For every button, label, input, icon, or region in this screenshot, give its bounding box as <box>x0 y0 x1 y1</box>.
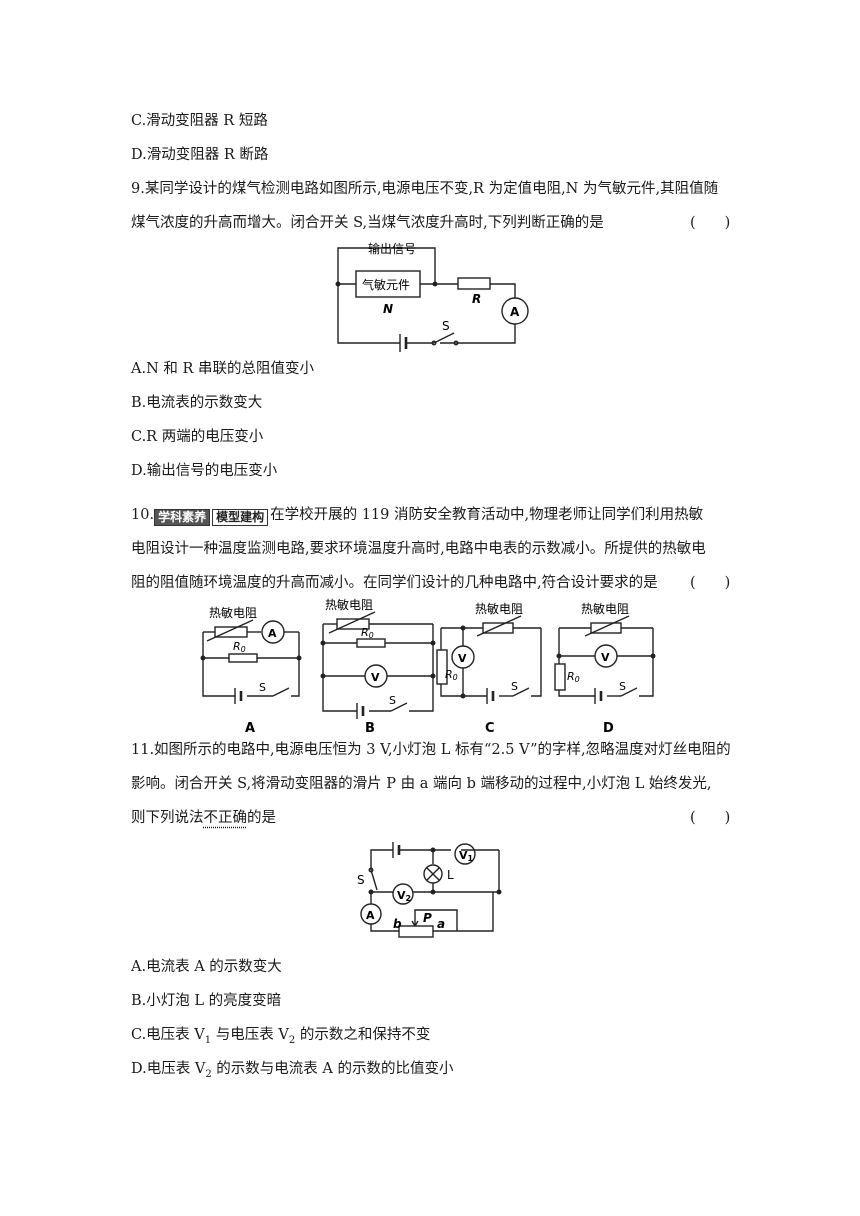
q10-d-thermistor-label: 热敏电阻 <box>581 601 629 616</box>
q9-ammeter-label: A <box>510 305 520 319</box>
q11-p-label: P <box>423 911 432 925</box>
q11-switch-label: S <box>357 873 365 887</box>
q10-d-r0-label: R0 <box>567 670 580 684</box>
q11-v1-label: V1 <box>459 849 474 863</box>
q9-option-d: D.输出信号的电压变小 <box>131 463 278 479</box>
q10-badge-model: 模型建构 <box>212 509 269 526</box>
q11-b-label: b <box>393 917 402 931</box>
q9-element-label: 气敏元件 <box>362 277 410 292</box>
q9-stem-line1: 9.某同学设计的煤气检测电路如图所示,电源电压不变,R 为定值电阻,N 为气敏元… <box>131 181 719 197</box>
q10-a-switch-label: S <box>259 681 266 694</box>
q8-option-d: D.滑动变阻器 R 断路 <box>131 147 269 163</box>
q10-c-r0-label: R0 <box>445 668 458 682</box>
q11-circuit-diagram: V1 L S V2 A P b a <box>357 842 502 938</box>
q11-option-d-text2: 的示数与电流表 A 的示数的比值变小 <box>211 1061 454 1077</box>
q10-answer-paren: ( ) <box>690 575 731 591</box>
q8-option-c: C.滑动变阻器 R 短路 <box>131 113 268 129</box>
q10-number: 10. <box>131 507 155 523</box>
q11-option-d-sub1: 2 <box>205 1068 212 1080</box>
q10-b-switch-label: S <box>389 694 396 707</box>
q11-answer-paren: ( ) <box>690 810 731 826</box>
q11-stem-line1: 11.如图所示的电路中,电源电压恒为 3 V,小灯泡 L 标有“2.5 V”的字… <box>131 742 731 758</box>
q11-stem-text-a: 则下列说法 <box>131 810 204 826</box>
q11-a-label: a <box>437 917 445 931</box>
q11-option-c-sub1: 1 <box>204 1034 212 1046</box>
q10-stem-line3: 阻的阻值随环境温度的升高而减小。在同学们设计的几种电路中,符合设计要求的是 <box>131 575 658 591</box>
q11-stem-emphasis: 不正确 <box>203 810 248 826</box>
q11-ammeter-label: A <box>366 909 375 922</box>
q10-a-ammeter-label: A <box>268 627 277 640</box>
q10-c-thermistor-label: 热敏电阻 <box>475 601 523 616</box>
q9-stem-line2: 煤气浓度的升高而增大。闭合开关 S,当煤气浓度升高时,下列判断正确的是 <box>131 215 604 231</box>
q10-option-label-d: D <box>603 721 614 736</box>
q11-option-c-sub2: 2 <box>288 1034 296 1046</box>
q11-option-a: A.电流表 A 的示数变大 <box>131 959 282 975</box>
q10-stem-text1: 在学校开展的 119 消防安全教育活动中,物理老师让同学们利用热敏 <box>270 507 704 523</box>
q9-output-label: 输出信号 <box>368 241 416 256</box>
q10-c-switch-label: S <box>511 680 518 693</box>
q9-n-label: N <box>383 302 393 316</box>
q11-option-b: B.小灯泡 L 的亮度变暗 <box>131 993 282 1009</box>
q10-badge: 学科素养模型建构 <box>154 507 269 526</box>
q10-d-switch-label: S <box>619 680 626 693</box>
q10-stem-line1: 10.学科素养模型建构在学校开展的 119 消防安全教育活动中,物理老师让同学们… <box>131 505 704 526</box>
q9-option-c: C.R 两端的电压变小 <box>131 429 264 445</box>
q9-option-a: A.N 和 R 串联的总阻值变小 <box>131 361 315 377</box>
q10-stem-line2: 电阻设计一种温度监测电路,要求环境温度升高时,电路中电表的示数减小。所提供的热敏… <box>131 541 706 557</box>
q10-b-thermistor-label: 热敏电阻 <box>325 597 373 612</box>
q10-circuit-options: 热敏电阻 A R0 S 热敏电阻 R0 V S 热敏电阻 V R0 S 热敏电阻… <box>200 597 656 736</box>
q11-option-d: D.电压表 V2 的示数与电流表 A 的示数的比值变小 <box>131 1059 454 1085</box>
q11-stem-line2: 影响。闭合开关 S,将滑动变阻器的滑片 P 由 a 端向 b 端移动的过程中,小… <box>131 776 712 792</box>
q10-b-r0-label: R0 <box>361 626 374 640</box>
q10-badge-core-literacy: 学科素养 <box>154 509 211 526</box>
q11-option-c-text3: 的示数之和保持不变 <box>295 1027 431 1043</box>
q9-r-label: R <box>472 292 481 306</box>
q11-option-d-text1: D.电压表 V <box>131 1061 206 1077</box>
q10-a-thermistor-label: 热敏电阻 <box>209 605 257 620</box>
q10-option-label-c: C <box>485 721 495 736</box>
q11-option-c-text2: 与电压表 V <box>211 1027 289 1043</box>
q11-option-c-text1: C.电压表 V <box>131 1027 205 1043</box>
q10-option-label-b: B <box>365 721 375 736</box>
q9-option-b: B.电流表的示数变大 <box>131 395 263 411</box>
q11-stem-text-c: 的是 <box>247 810 276 826</box>
q10-option-label-a: A <box>245 721 255 736</box>
q9-answer-paren: ( ) <box>690 215 731 231</box>
q10-c-voltmeter-label: V <box>458 652 467 665</box>
q10-d-voltmeter-label: V <box>601 651 610 664</box>
q9-switch-label: S <box>442 319 450 333</box>
q11-lamp-label: L <box>447 868 454 882</box>
q11-option-c: C.电压表 V1 与电压表 V2 的示数之和保持不变 <box>131 1025 430 1051</box>
q10-a-r0-label: R0 <box>233 640 246 654</box>
q9-circuit-diagram: 输出信号 气敏元件 N R A S <box>335 241 529 352</box>
q10-b-voltmeter-label: V <box>371 671 380 684</box>
q11-stem-line3: 则下列说法不正确的是 <box>131 808 276 828</box>
q11-v2-label: V2 <box>397 889 411 903</box>
